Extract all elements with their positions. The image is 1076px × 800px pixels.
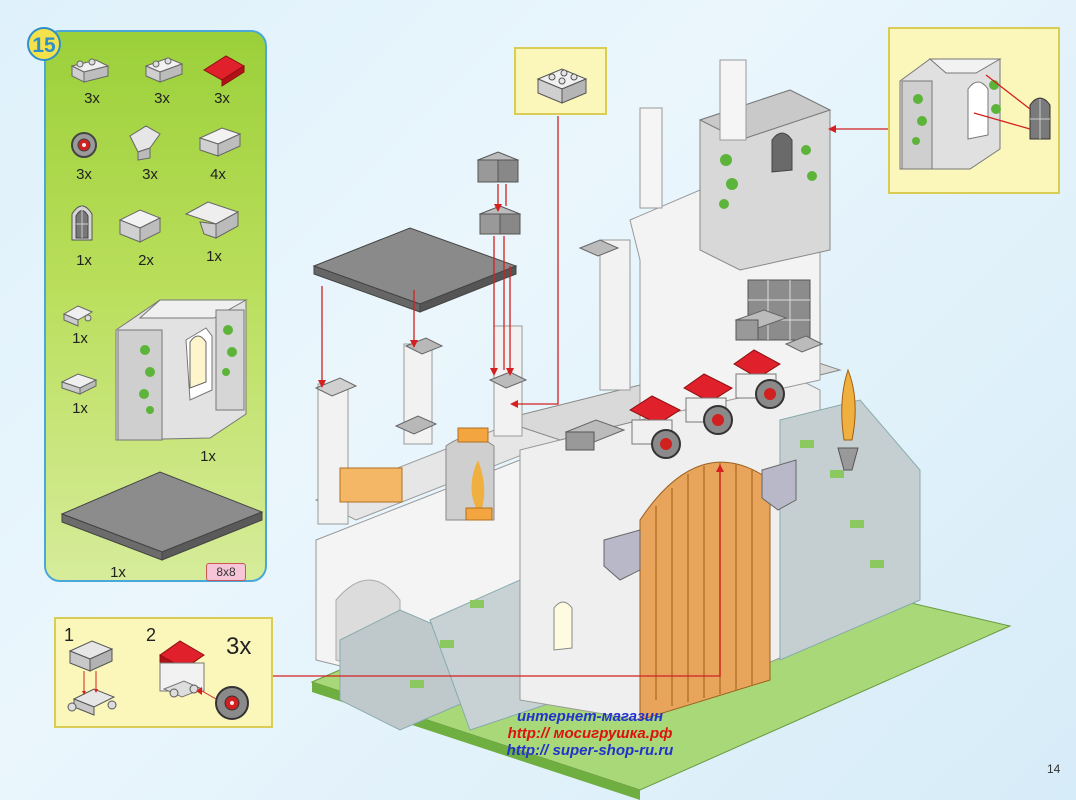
cart-3 (733, 349, 785, 409)
watermark-line-3: http:// super-shop-ru.ru (506, 742, 674, 759)
part-qty-7: 1x (76, 252, 92, 269)
subassembly-qty: 3x (226, 633, 252, 660)
brick-axle-icon (70, 58, 110, 83)
castle-model (310, 59, 1012, 800)
part-qty-6: 4x (210, 166, 226, 183)
substep-1-number: 1 (64, 625, 75, 645)
slope-brick-icon (129, 125, 161, 161)
assembly-guide-arrows (273, 116, 888, 677)
arched-window-icon (71, 205, 93, 241)
part-qty-10: 1x (72, 330, 88, 347)
callout-brick-icon (536, 68, 588, 104)
cart-2 (683, 373, 734, 435)
part-qty-11: 1x (72, 400, 88, 417)
part-qty-2: 3x (154, 90, 170, 107)
subassembly-illustration (67, 640, 249, 720)
callout-brick (514, 47, 607, 115)
base-plate-icon (60, 471, 264, 561)
part-qty-9: 1x (206, 248, 222, 265)
watermark-line-1: интернет-магазин (516, 708, 664, 725)
part-qty-13: 1x (110, 564, 126, 581)
page-number: 14 (1047, 762, 1061, 776)
brick-1x2-light-icon (198, 127, 242, 157)
brick-1x2-icon (144, 57, 184, 83)
watermark-line-2: http:// мосигрушка.рф (507, 725, 673, 742)
cart-1 (628, 395, 682, 459)
clip-plate-icon (62, 305, 94, 327)
part-qty-8: 2x (138, 252, 154, 269)
part-qty-1: 3x (84, 90, 100, 107)
step-number: 15 (27, 27, 61, 61)
callout-tower-window (888, 27, 1060, 194)
red-roof-icon (203, 55, 245, 87)
tower-wall-icon (115, 299, 248, 441)
part-qty-3: 3x (214, 90, 230, 107)
callout-cart-subassembly: 1 2 3x (54, 617, 273, 728)
callout-tower-icon (899, 58, 1051, 170)
brick-2x2-icon (118, 209, 162, 243)
part-qty-12: 1x (200, 448, 216, 465)
substep-2-number: 2 (146, 625, 157, 645)
part-qty-5: 3x (142, 166, 158, 183)
wheel-icon (71, 132, 97, 158)
part-qty-4: 3x (76, 166, 92, 183)
arrow-heads (318, 125, 836, 472)
brick-corner-icon (184, 201, 240, 239)
plate-1x2-icon (60, 373, 98, 395)
plate-size-tag: 8x8 (206, 563, 246, 581)
